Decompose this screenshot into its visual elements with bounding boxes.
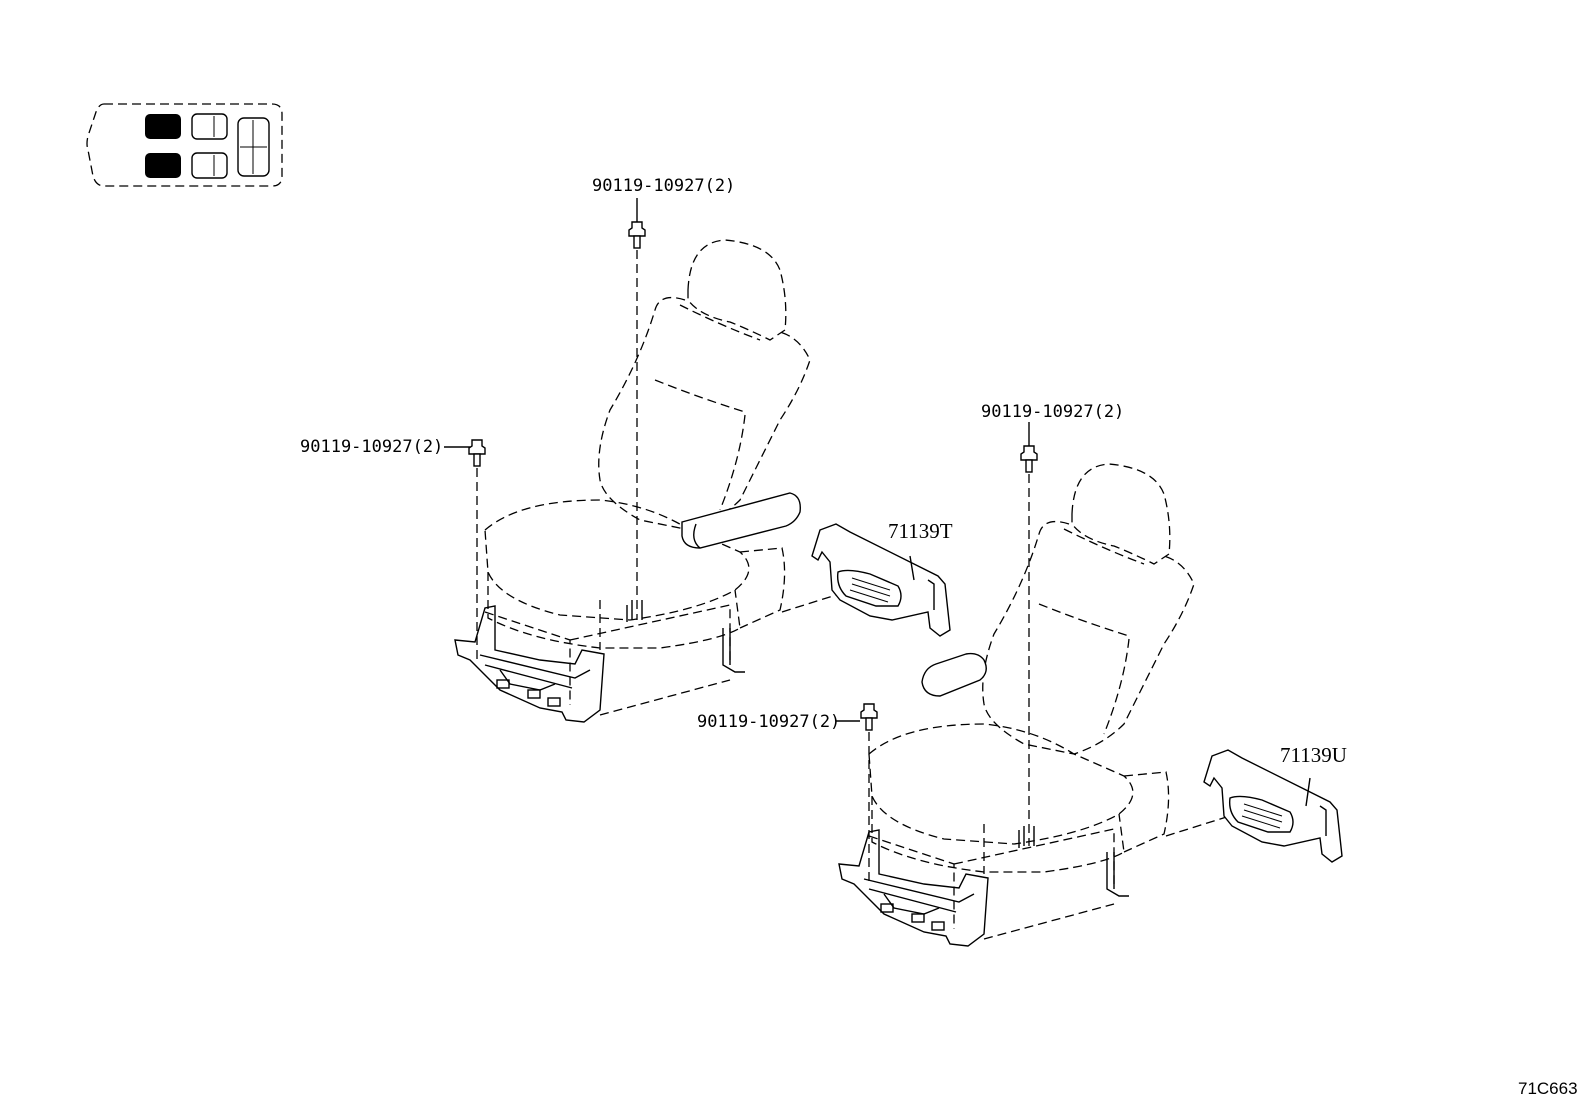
left-seat-outline [454,239,853,723]
bolt-icon [468,439,486,455]
locator-seat-rear-right [191,152,228,179]
bolt-icon [860,703,878,719]
callout-cover-71139t: 71139T [888,519,953,543]
left-seat-bolts [444,198,646,660]
callout-cover-71139u: 71139U [1280,743,1347,767]
callout-bolt-side-right: 90119-10927(2) [697,712,840,732]
locator-seat-rear-left [145,153,181,178]
locator-seat-front-right [191,113,228,140]
callout-bolt-side-left: 90119-10927(2) [300,437,443,457]
right-seat-outline [838,463,1237,947]
bolt-icon [1020,445,1038,461]
right-seat-bolts [836,422,1038,884]
locator-seat-front-left [145,114,181,139]
seat-locator-icon [86,103,283,187]
locator-bench-seat [237,117,270,177]
bolt-icon [628,221,646,237]
seat-side-cover-71139t [811,523,951,637]
callout-bolt-top-left: 90119-10927(2) [592,176,735,196]
seat-side-cover-71139u [1203,749,1343,863]
callout-bolt-top-right: 90119-10927(2) [981,402,1124,422]
reference-code: 71C663 [1518,1079,1578,1098]
